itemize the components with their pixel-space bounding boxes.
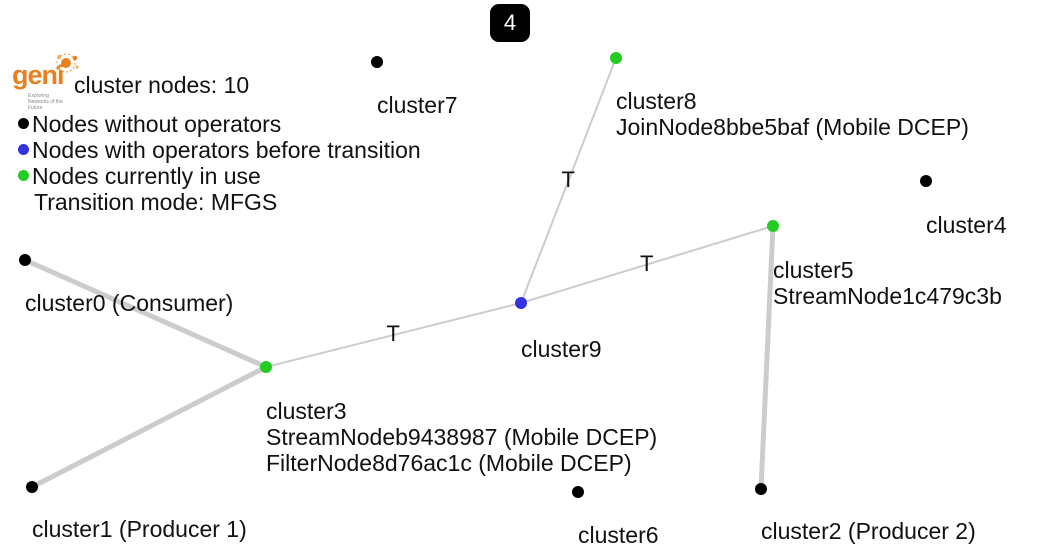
node-cluster9[interactable] [515, 297, 527, 309]
legend-label: Nodes with operators before transition [32, 137, 421, 163]
edge-cluster2-cluster5 [758, 225, 776, 490]
edge-label: T [640, 250, 654, 276]
geni-logo-word: geni [12, 60, 65, 90]
node-operator: StreamNodeb9438987 (Mobile DCEP) [266, 424, 658, 450]
node-cluster2[interactable] [755, 483, 767, 495]
node-name: cluster7 [377, 92, 458, 118]
edge-label: T [386, 321, 400, 346]
node-label-cluster6: cluster6 [578, 522, 659, 548]
node-label-cluster0: cluster0 (Consumer) [25, 290, 233, 316]
node-name: cluster0 (Consumer) [25, 290, 234, 316]
node-name: cluster5 [773, 257, 854, 283]
geni-logo-tagline: Exploring Networks of the Future [28, 93, 63, 111]
edge-cluster9-cluster8 [520, 57, 617, 304]
step-badge: 4 [490, 4, 530, 42]
node-label-cluster4: cluster4 [926, 212, 1007, 238]
geni-logo: geni Exploring Networks of the Future [12, 52, 84, 111]
node-label-cluster1: cluster1 (Producer 1) [32, 516, 247, 542]
node-name: cluster2 (Producer 2) [761, 518, 976, 544]
node-cluster1[interactable] [26, 481, 38, 493]
node-name: cluster3 [266, 398, 347, 424]
node-cluster7[interactable] [371, 56, 383, 68]
node-operator: StreamNode1c479c3b [773, 283, 1002, 309]
node-cluster6[interactable] [572, 486, 584, 498]
node-cluster8[interactable] [610, 52, 622, 64]
legend-dot-blue-icon [18, 144, 29, 156]
legend-item-idle: Nodes without operators [18, 111, 281, 137]
cluster-count: cluster nodes: 10 [74, 72, 250, 98]
node-name: cluster4 [926, 212, 1007, 238]
legend-label: Nodes without operators [32, 111, 282, 137]
edge-label: T [561, 166, 575, 192]
edge-cluster3-cluster9 [265, 302, 522, 368]
edge-cluster9-cluster5 [520, 225, 774, 304]
node-operator: FilterNode8d76ac1c (Mobile DCEP) [266, 450, 632, 476]
legend-label: Nodes currently in use [32, 163, 261, 189]
node-cluster0[interactable] [19, 254, 31, 266]
node-name: cluster1 (Producer 1) [32, 516, 247, 542]
node-label-cluster7: cluster7 [377, 92, 458, 118]
node-cluster3[interactable] [260, 361, 272, 373]
node-name: cluster6 [578, 522, 659, 548]
transition-mode: Transition mode: MFGS [34, 189, 278, 215]
node-cluster4[interactable] [920, 175, 932, 187]
geni-logo-dots-icon [56, 53, 79, 73]
node-name: cluster8 [616, 88, 697, 114]
edge-cluster1-cluster3 [30, 364, 268, 490]
edge-cluster0-cluster3 [23, 257, 268, 370]
node-cluster5[interactable] [767, 220, 779, 232]
legend-dot-black-icon [18, 118, 29, 130]
node-name: cluster9 [521, 336, 602, 362]
legend-dot-green-icon [18, 170, 29, 182]
legend-item-in-use: Nodes currently in use [18, 163, 261, 189]
node-label-cluster2: cluster2 (Producer 2) [761, 518, 976, 544]
node-operator: JoinNode8bbe5baf (Mobile DCEP) [616, 114, 969, 140]
legend-item-before-transition: Nodes with operators before transition [18, 137, 421, 163]
node-label-cluster9: cluster9 [521, 336, 602, 362]
